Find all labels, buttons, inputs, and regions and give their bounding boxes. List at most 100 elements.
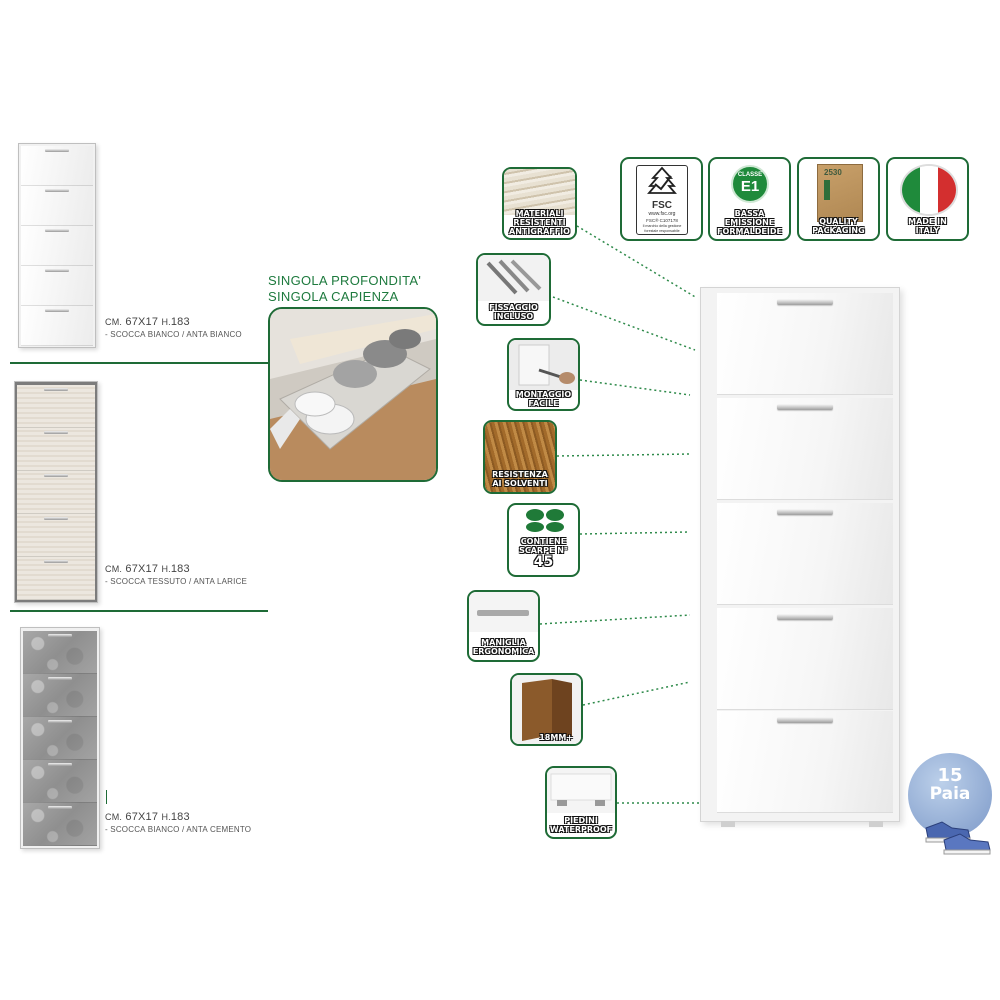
quality-packaging-badge: 2530 QUALITY PACKAGING bbox=[797, 157, 880, 241]
made-in-italy-badge: MADE IN ITALY bbox=[886, 157, 969, 241]
fsc-url: www.fsc.org bbox=[648, 211, 676, 217]
assembly-line-1: MONTAGGIO bbox=[515, 390, 572, 399]
door-finish: BIANCO bbox=[209, 330, 242, 339]
e1-label-line-3: FORMALDEIDE bbox=[717, 227, 782, 236]
dims-prefix: CM. bbox=[105, 564, 123, 574]
fsc-logo-text: FSC bbox=[652, 200, 672, 211]
dims-prefix: CM. bbox=[105, 812, 123, 822]
fixing-line-2: INCLUSO bbox=[493, 312, 534, 321]
main-shoe-cabinet-image bbox=[700, 287, 900, 827]
door-prefix: ANTA bbox=[186, 825, 208, 834]
cabinet-foot bbox=[721, 821, 735, 827]
e1-label-line-2: EMISSIONE bbox=[724, 218, 775, 227]
italy-label-line-2: ITALY bbox=[915, 226, 940, 235]
connector-line-solvents bbox=[556, 453, 691, 457]
cabinet-larch-image bbox=[14, 381, 98, 603]
e1-mark: E1 bbox=[740, 178, 760, 195]
connector-line-handle bbox=[539, 614, 691, 625]
sneakers-icon bbox=[925, 821, 991, 855]
feature-materials-badge: MATERIALI RESISTENTI ANTIGRAFFIO bbox=[502, 167, 577, 240]
capacity-unit: Paia bbox=[929, 784, 971, 804]
height-value: 183 bbox=[170, 563, 190, 575]
door-handle bbox=[777, 404, 833, 410]
cabinet-cement-image bbox=[20, 627, 100, 849]
feature-thickness-badge: 18MM+ bbox=[510, 673, 583, 746]
packaging-label-line-1: QUALITY bbox=[819, 217, 858, 226]
door-finish: LARICE bbox=[216, 577, 248, 586]
fixing-line-1: FISSAGGIO bbox=[489, 303, 538, 312]
capacity-number: 15 bbox=[937, 765, 963, 786]
door-prefix: ANTA bbox=[193, 577, 215, 586]
e1-certification-badge: CLASSE E1 BASSA EMISSIONE FORMALDEIDE bbox=[708, 157, 791, 241]
tree-check-icon bbox=[647, 166, 677, 194]
height-value: 183 bbox=[170, 316, 190, 328]
cabinet-door bbox=[717, 503, 893, 605]
variant-1-caption: CM. 67X17 H.183 - SCOCCA BIANCO / ANTA B… bbox=[105, 316, 242, 339]
height-prefix: H. bbox=[161, 317, 171, 327]
separator-line bbox=[10, 610, 268, 612]
cabinet-door bbox=[717, 711, 893, 813]
body-finish: BIANCO bbox=[147, 825, 180, 834]
dims-value: 67X17 bbox=[125, 316, 159, 328]
materials-line-1: MATERIALI bbox=[515, 209, 564, 218]
feature-assembly-badge: MONTAGGIO FACILE bbox=[507, 338, 580, 411]
assembly-line-2: FACILE bbox=[528, 399, 559, 408]
dims-value: 67X17 bbox=[125, 563, 159, 575]
footprints-icon bbox=[526, 509, 564, 532]
variant-2-caption: CM. 67X17 H.183 - SCOCCA TESSUTO / ANTA … bbox=[105, 563, 248, 586]
handle-line-2: ERGONOMICA bbox=[472, 647, 535, 656]
door-finish: CEMENTO bbox=[209, 825, 252, 834]
handle-line-1: MANIGLIA bbox=[481, 638, 526, 647]
shoes-line-1: CONTIENE bbox=[520, 537, 567, 546]
feature-solvents-badge: RESISTENZA AI SOLVENTI bbox=[483, 420, 557, 494]
italy-label-line-1: MADE IN bbox=[908, 217, 947, 226]
handle-icon bbox=[469, 592, 538, 632]
fsc-certification-badge: FSC www.fsc.org FSC® C107178 Il marchio … bbox=[620, 157, 703, 241]
connector-line-fixing bbox=[552, 296, 696, 351]
dims-prefix: CM. bbox=[105, 317, 123, 327]
panel-thickness-icon bbox=[512, 675, 581, 744]
cabinet-door bbox=[717, 608, 893, 710]
door-prefix: ANTA bbox=[186, 330, 208, 339]
fsc-code: FSC® C107178 bbox=[646, 218, 678, 223]
italy-flag-icon bbox=[900, 164, 958, 216]
body-prefix: - SCOCCA bbox=[105, 330, 146, 339]
cabinet-white-image bbox=[18, 143, 96, 348]
body-prefix: - SCOCCA bbox=[105, 825, 146, 834]
depth-line-1: SINGOLA PROFONDITA' bbox=[268, 273, 422, 288]
e1-top-text: CLASSE bbox=[737, 172, 763, 178]
feet-line-2: WATERPROOF bbox=[549, 825, 613, 834]
thickness-line-1: 18MM+ bbox=[539, 733, 573, 742]
e1-label-line-1: BASSA bbox=[734, 209, 765, 218]
e1-circle: CLASSE E1 bbox=[731, 165, 769, 203]
body-finish: BIANCO bbox=[147, 330, 180, 339]
feature-shoe-capacity-badge: CONTIENE SCARPE N° 45 bbox=[507, 503, 580, 577]
capacity-circle-badge: 15 Paia bbox=[908, 753, 992, 837]
separator-line bbox=[10, 362, 272, 364]
cabinet-foot-icon bbox=[547, 768, 615, 813]
body-finish: TESSUTO bbox=[147, 577, 187, 586]
depth-heading: SINGOLA PROFONDITA' SINGOLA CAPIENZA bbox=[268, 273, 421, 305]
height-prefix: H. bbox=[161, 564, 171, 574]
materials-line-3: ANTIGRAFFIO bbox=[509, 227, 570, 236]
packaging-label-line-2: PACKAGING bbox=[812, 226, 865, 235]
wood-board-layers-icon bbox=[504, 169, 575, 215]
wood-grain-icon bbox=[485, 422, 555, 492]
feature-feet-badge: PIEDINI WATERPROOF bbox=[545, 766, 617, 839]
cabinet-foot bbox=[869, 821, 883, 827]
solvents-line-1: RESISTENZA bbox=[492, 470, 548, 479]
shoes-on-shelf-photo bbox=[268, 307, 438, 482]
connector-line-materials bbox=[576, 225, 698, 299]
connector-line-shoes bbox=[579, 531, 691, 535]
connector-line-thickness bbox=[582, 681, 691, 706]
cardboard-box-icon: 2530 bbox=[817, 164, 863, 222]
shoes-line-2: SCARPE N° bbox=[519, 546, 568, 555]
shoes-count: 45 bbox=[533, 554, 554, 570]
depth-line-2: SINGOLA CAPIENZA bbox=[268, 289, 399, 304]
door-handle bbox=[777, 717, 833, 723]
dims-value: 67X17 bbox=[125, 811, 159, 823]
feet-line-1: PIEDINI bbox=[564, 816, 598, 825]
door-handle bbox=[777, 299, 833, 305]
connector-line-assembly bbox=[579, 379, 691, 396]
